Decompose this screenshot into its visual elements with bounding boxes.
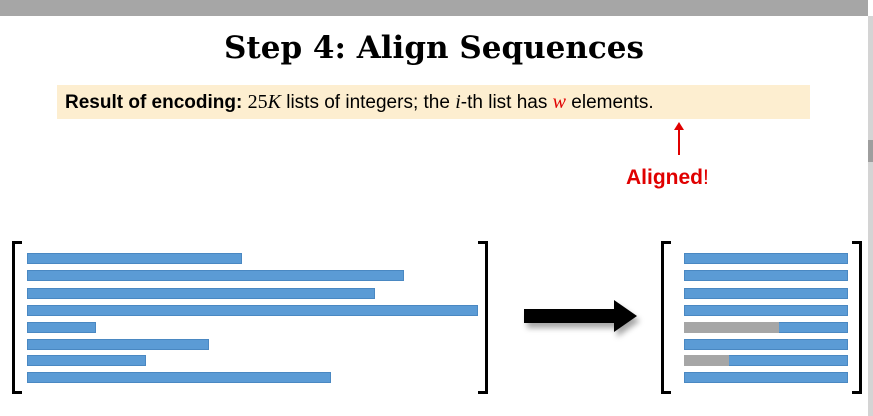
scrollbar-thumb[interactable] — [868, 140, 873, 162]
result-text-3: elements. — [571, 92, 654, 113]
result-highlight-box: Result of encoding: 25K lists of integer… — [57, 85, 810, 119]
padding-segment — [684, 355, 729, 366]
count-variable: K — [267, 91, 281, 113]
aligned-sequence-bar — [684, 270, 848, 281]
index-variable: i — [455, 91, 461, 113]
aligned-annotation: Aligned! — [626, 166, 709, 190]
width-variable: w — [552, 91, 566, 113]
aligned-sequence-bar — [684, 253, 848, 264]
unaligned-sequence-bar — [27, 372, 331, 383]
slide-title: Step 4: Align Sequences — [224, 30, 644, 66]
up-arrow-shaft — [678, 127, 680, 155]
unaligned-sequence-bar — [27, 305, 478, 316]
up-arrow-icon — [674, 122, 684, 130]
result-text-1: lists of integers; the — [286, 92, 450, 113]
aligned-sequence-bar — [684, 305, 848, 316]
aligned-word: Aligned — [626, 166, 703, 189]
scrollbar-track[interactable] — [868, 16, 873, 416]
unaligned-sequence-bar — [27, 339, 209, 350]
unaligned-sequence-bar — [27, 355, 146, 366]
result-label: Result of encoding: — [65, 92, 243, 113]
right-matrix-close-bracket — [852, 241, 862, 394]
right-matrix-open-bracket — [661, 241, 671, 394]
right-arrow-icon — [524, 300, 637, 332]
window-top-bar — [0, 0, 868, 16]
aligned-punct: ! — [703, 166, 709, 189]
left-matrix-open-bracket — [12, 241, 22, 394]
unaligned-sequence-bar — [27, 288, 375, 299]
aligned-sequence-bar — [684, 372, 848, 383]
count-number: 25 — [247, 91, 268, 113]
unaligned-sequence-bar — [27, 322, 96, 333]
left-matrix-close-bracket — [478, 241, 488, 394]
aligned-sequence-bar — [684, 288, 848, 299]
unaligned-sequence-bar — [27, 253, 242, 264]
result-text-2: -th list has — [460, 92, 548, 113]
padding-segment — [684, 322, 779, 333]
unaligned-sequence-bar — [27, 270, 404, 281]
aligned-sequence-bar — [684, 339, 848, 350]
